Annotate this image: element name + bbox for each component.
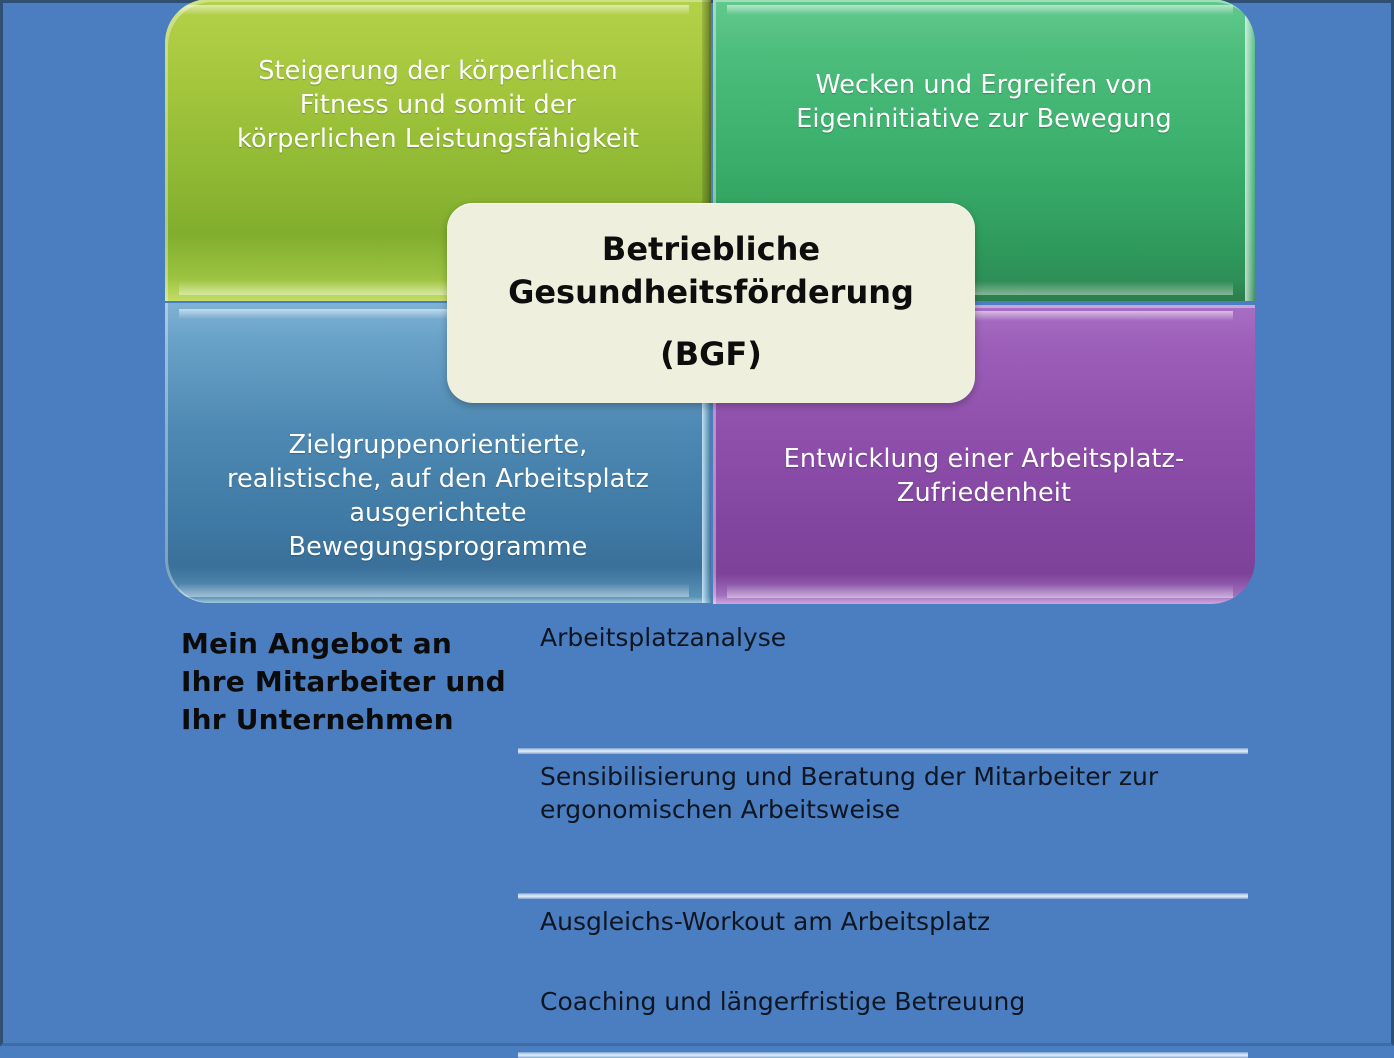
list-item[interactable]: Coaching und längerfristige Betreuung bbox=[518, 973, 1248, 1058]
offer-heading: Mein Angebot an Ihre Mitarbeiter und Ihr… bbox=[181, 627, 506, 736]
offer-section: Mein Angebot an Ihre Mitarbeiter und Ihr… bbox=[3, 615, 1394, 1058]
hub-title-line1: Betriebliche bbox=[601, 229, 821, 268]
quadrant-fitness-label: Steigerung der körperlichen Fitness und … bbox=[237, 56, 639, 154]
bevel-highlight-bottom bbox=[727, 584, 1233, 598]
list-divider bbox=[518, 893, 1248, 899]
list-item[interactable]: Ausgleichs-Workout am Arbeitsplatz bbox=[518, 893, 1248, 973]
hub-abbreviation: (BGF) bbox=[660, 335, 762, 374]
list-item-label: Arbeitsplatzanalyse bbox=[540, 623, 787, 652]
list-item-label: Ausgleichs-Workout am Arbeitsplatz bbox=[540, 907, 991, 936]
quadrant-eigeninitiative-label: Wecken und Ergreifen von Eigeninitiative… bbox=[796, 70, 1172, 134]
hub-title-line2: Gesundheitsförderung bbox=[508, 272, 914, 311]
list-divider-final bbox=[518, 1052, 1248, 1058]
offer-list: Arbeitsplatzanalyse Sensibilisierung und… bbox=[518, 615, 1248, 1058]
bevel-highlight-bottom bbox=[179, 583, 689, 597]
bevel-highlight-top bbox=[179, 5, 689, 15]
list-item[interactable]: Arbeitsplatzanalyse bbox=[518, 615, 1248, 748]
list-item-label: Sensibilisierung und Beratung der Mitarb… bbox=[540, 762, 1159, 824]
bevel-highlight-top bbox=[727, 5, 1233, 15]
quadrant-bewegungsprogramme[interactable]: Zielgruppenorientierte, realistische, au… bbox=[165, 303, 711, 603]
quadrant-bewegungsprogramme-label: Zielgruppenorientierte, realistische, au… bbox=[226, 430, 649, 562]
quadrant-eigeninitiative[interactable]: Wecken und Ergreifen von Eigeninitiative… bbox=[713, 0, 1255, 301]
list-item-label: Coaching und längerfristige Betreuung bbox=[540, 987, 1026, 1016]
list-item[interactable]: Sensibilisierung und Beratung der Mitarb… bbox=[518, 748, 1248, 893]
center-hub-bgf[interactable]: Betriebliche Gesundheitsförderung (BGF) bbox=[447, 203, 975, 403]
list-divider bbox=[518, 748, 1248, 754]
quadrant-zufriedenheit-label: Entwicklung einer Arbeitsplatz-Zufrieden… bbox=[783, 444, 1185, 508]
